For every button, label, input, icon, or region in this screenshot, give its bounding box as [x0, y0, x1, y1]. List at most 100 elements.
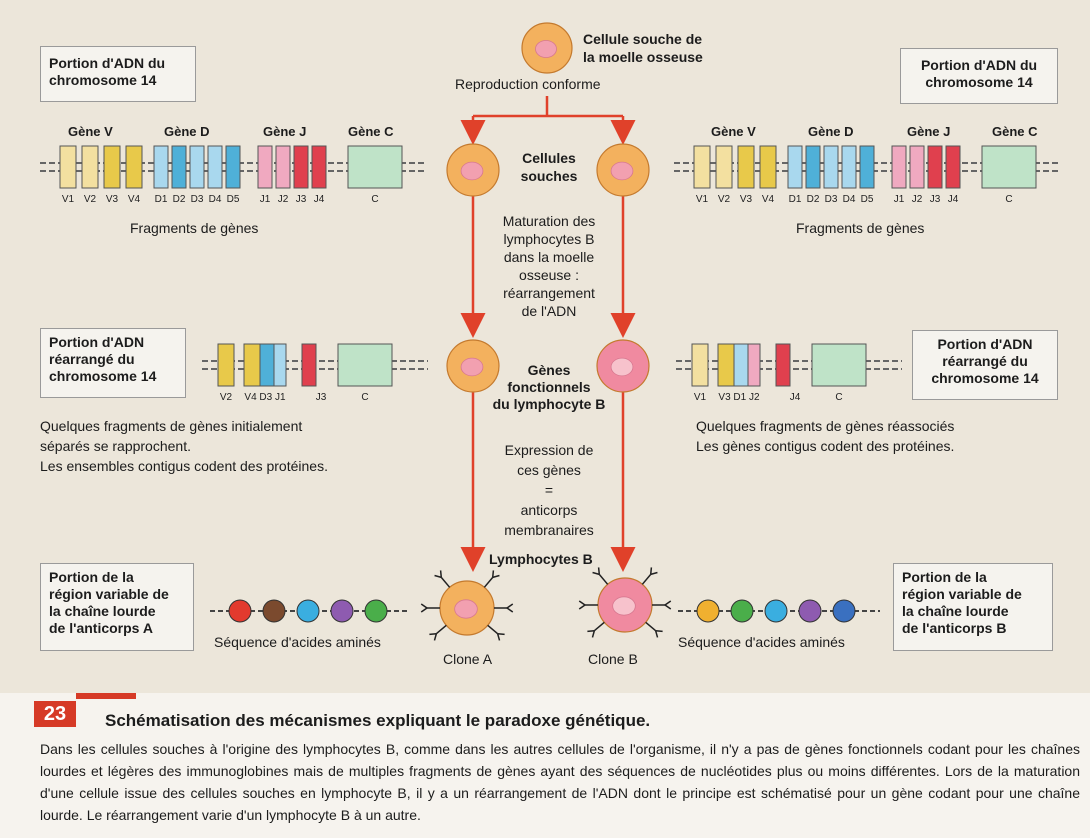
- left-rearranged-label-1: V4 D3 J1: [244, 392, 286, 403]
- left-segment-d1: [153, 145, 169, 189]
- left-box-bottom-line: de l'anticorps A: [49, 620, 153, 636]
- clone-a-cell-antibody-0: [440, 576, 451, 588]
- clone-a-cell-antibody-2: [487, 624, 499, 635]
- left-amino-acid-2: [262, 599, 286, 623]
- right-segment-d3: [823, 145, 839, 189]
- left-rearranged-c: [337, 343, 393, 387]
- clone-a-label: Clone A: [443, 651, 493, 667]
- stem-cells-label-2: souches: [520, 168, 578, 184]
- clone-b-cell-antibody-1: [641, 573, 652, 585]
- left-segment-j3: [293, 145, 309, 189]
- left-rearranged-j2: [301, 343, 317, 387]
- right-segment-j4: [945, 145, 961, 189]
- clone-b-cell-nucleus: [612, 596, 636, 616]
- left-lymphocyte-cell-nucleus: [460, 357, 484, 377]
- expression-line: =: [544, 482, 554, 498]
- right-label-d4: D4: [843, 194, 856, 205]
- right-label-v1: V1: [696, 194, 709, 205]
- expression-line: ces gènes: [517, 462, 581, 478]
- top-cell-label: Cellule souche de la moelle osseuse: [583, 30, 703, 66]
- right-sequence-label: Séquence d'acides aminés: [678, 634, 845, 650]
- right-amino-acid-4: [798, 599, 822, 623]
- right-label-v4: V4: [762, 194, 775, 205]
- left-rearranged-j: [273, 343, 287, 387]
- left-note: Quelques fragments de gènes initialement…: [40, 416, 328, 476]
- right-rearranged-v-first: [691, 343, 709, 387]
- left-segment-v4: [125, 145, 143, 189]
- right-gene-j-name: Gène J: [907, 124, 951, 139]
- figure-number: 23: [34, 701, 76, 727]
- clone-a-cell-antibody-arm-b-2: [497, 632, 505, 636]
- clone-a-cell-antibody-arm-a-1: [492, 574, 500, 579]
- functional-genes-line: fonctionnels: [507, 379, 591, 395]
- right-stem-cell-nucleus: [610, 161, 634, 181]
- right-rearranged-j2: [775, 343, 791, 387]
- right-label-j1: J1: [894, 194, 905, 205]
- clone-b-cell-antibody-arm-b-5: [664, 600, 672, 606]
- left-amino-acid-4: [330, 599, 354, 623]
- left-label-d2: D2: [173, 194, 186, 205]
- clone-b-cell-antibody-arm-b-4: [578, 604, 586, 610]
- caption-area: [0, 693, 1090, 838]
- right-segment-d4: [841, 145, 857, 189]
- right-segment-j2: [909, 145, 925, 189]
- right-label-d3: D3: [825, 194, 838, 205]
- clone-a-cell-antibody-arm-a-5: [506, 607, 514, 613]
- clone-a-cell-antibody-arm-b-1: [491, 570, 495, 578]
- clone-b-cell-antibody-3: [593, 621, 605, 632]
- top-stem-cell-nucleus: [535, 40, 557, 58]
- right-box-mid-line: Portion d'ADN: [937, 336, 1033, 352]
- right-box-bottom-line: région variable de: [902, 586, 1022, 602]
- maturation-line: Maturation des: [502, 213, 596, 229]
- right-segment-v2: [715, 145, 733, 189]
- clone-a-cell-antibody-3: [435, 624, 447, 635]
- right-note-line: Quelques fragments de gènes réassociés: [696, 418, 955, 434]
- right-rearranged-label-2: J4: [790, 392, 801, 403]
- left-rearranged-v-first: [217, 343, 235, 387]
- left-gene-v-name: Gène V: [68, 124, 113, 139]
- right-amino-acid-3: [764, 599, 788, 623]
- figure-title: Schématisation des mécanismes expliquant…: [105, 711, 651, 730]
- left-segment-d3: [189, 145, 205, 189]
- left-amino-acid-1: [228, 599, 252, 623]
- right-box-mid-line: chromosome 14: [931, 370, 1039, 386]
- left-rearranged-label-2: J3: [316, 392, 327, 403]
- clone-b-cell-antibody-arm-b-2: [655, 629, 663, 633]
- expression-line: membranaires: [504, 522, 594, 538]
- right-segment-v4: [759, 145, 777, 189]
- right-box-top-line: chromosome 14: [925, 74, 1033, 90]
- maturation-line: réarrangement: [503, 285, 595, 301]
- right-segment-v1: [693, 145, 711, 189]
- left-note-line: Quelques fragments de gènes initialement: [40, 418, 303, 434]
- left-box-top-line: Portion d'ADN du: [49, 55, 166, 71]
- right-box-bottom-line: la chaîne lourde: [902, 603, 1009, 619]
- left-gene-j-name: Gène J: [263, 124, 307, 139]
- maturation-line: lymphocytes B: [503, 231, 595, 247]
- right-segment-d2: [805, 145, 821, 189]
- right-rearranged-label-1: V3 D1 J2: [718, 392, 760, 403]
- clone-a-cell-antibody-arm-a-0: [439, 570, 443, 578]
- left-label-j1: J1: [260, 194, 271, 205]
- top-cell-label-line2: la moelle osseuse: [583, 49, 703, 65]
- stem-cells-label-1: Cellules: [522, 150, 576, 166]
- right-note-line: Les gènes contigus codent des protéines.: [696, 438, 955, 454]
- maturation-line: osseuse :: [519, 267, 579, 283]
- left-gene-d-name: Gène D: [164, 124, 210, 139]
- right-segment-d5: [859, 145, 875, 189]
- right-rearranged-d: [733, 343, 749, 387]
- right-box-top-line: Portion d'ADN du: [920, 57, 1038, 73]
- left-amino-acid-5: [364, 599, 388, 623]
- left-label-j2: J2: [278, 194, 289, 205]
- right-box-bottom-line: de l'anticorps B: [902, 620, 1007, 636]
- left-segment-j1: [257, 145, 273, 189]
- clone-b-cell-antibody-arm-a-2: [654, 630, 659, 638]
- right-gene-d-name: Gène D: [808, 124, 854, 139]
- maturation-line: de l'ADN: [521, 303, 577, 319]
- expression-line: Expression de: [504, 442, 594, 458]
- maturation-line: dans la moelle: [503, 249, 595, 265]
- clone-a-cell-antibody-arm-b-3: [433, 633, 438, 641]
- right-label-v2: V2: [718, 194, 731, 205]
- right-label-j2: J2: [912, 194, 923, 205]
